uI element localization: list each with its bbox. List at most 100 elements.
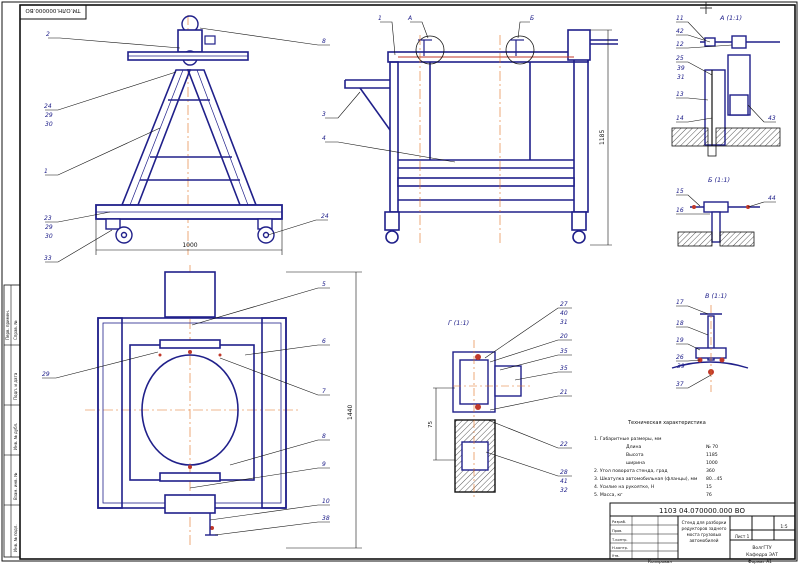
top-view: 1440 5 6 7 29 8 9 10 38 [42,265,362,549]
strip-label: Взам. инв. № [13,473,18,500]
leader-label: 29 [45,224,53,231]
leader-label: 24 [44,103,52,110]
leader-label: 35 [560,365,568,372]
leader-label: 9 [322,461,326,468]
spec-label: Высота [626,452,644,458]
leader-label: 21 [560,389,568,396]
leader-label: 30 [45,233,53,240]
leader-label: 38 [322,515,330,522]
drawing-title-line: редукторов заднего [682,526,727,531]
role-label: Пров. [612,529,622,533]
strip-label: Справ. № [13,321,18,340]
leader-label: 15 [676,188,684,195]
org-line: Кафедра ЭАТ [746,552,778,558]
leader-label: 23 [44,215,52,222]
spec-label: 5. Масса, кг [594,492,623,498]
leader-label: 8 [322,433,326,440]
spec-value: 80…45 [706,476,722,482]
copied-label: Копировал [648,559,672,564]
side-view: 1185 1 А Б 3 4 [322,15,618,246]
leader-label: 27 [560,301,568,308]
spec-label: 3. Шкатулка автомобильная (фланцы), мм [594,476,698,482]
leader-label: Б [530,15,534,22]
leader-label: 40 [560,310,568,317]
leader-label: А [407,15,412,22]
leader-label: 42 [676,28,684,35]
leader-label: 8 [322,38,326,45]
leader-label: 44 [768,195,776,202]
leader-label: 30 [45,121,53,128]
sheet-info: Лист 1 [735,534,750,539]
spec-value: 1000 [706,460,718,466]
front-width-dimension [95,220,283,255]
leader-label: 19 [676,337,684,344]
spec-label: 1. Габаритные размеры, мм [594,436,662,442]
section-a-title: А (1:1) [719,14,742,22]
section-a: А (1:1) 11 42 [671,14,781,157]
cursor-icon [700,2,712,14]
section-g-dim-value: 75 [428,421,434,428]
leader-label: 29 [45,112,53,119]
section-g-title: Г (1:1) [448,319,469,327]
leader-label: 1 [378,15,382,22]
leader-label: 39 [677,65,685,72]
leader-label: 20 [560,333,568,340]
leader-label: 7 [322,388,326,395]
caster-left [105,218,133,244]
section-v-title: В (1:1) [705,292,727,300]
side-strip-labels: Перв. примен. Справ. № Подп. и дата Инв.… [5,310,18,552]
spec-label: 4. Усилие на рукоятке, Н [594,484,654,490]
section-v: В (1:1) 17 18 19 26 39 37 [671,292,749,392]
leader-label: 31 [560,319,568,326]
format-label: Формат А1 [748,559,772,564]
leader-label: 11 [676,15,684,22]
drawing-code: 1103 04.070000.000 ВО [659,507,746,515]
section-b-title: Б (1:1) [708,176,730,184]
spec-label: 2. Угол поворота стенда, град [594,468,668,474]
drawing-title-line: Стенд для разборки [682,520,727,525]
role-label: Н.контр. [612,546,628,550]
specs-heading: Техническая характеристика [627,420,706,426]
leader-label: 41 [560,478,568,485]
drawing-scale: 1:5 [780,524,787,530]
drawing-title-line: автомобилей [689,538,718,543]
leader-label: 43 [768,115,776,122]
leader-label: 25 [676,55,684,62]
top-stamp: ТМ.ОЛН.000000.ВО [19,4,87,20]
rotation-head [177,29,203,53]
leader-label: 16 [676,207,684,214]
leader-label: 1 [44,168,48,175]
section-b: Б (1:1) 15 16 44 [676,176,776,247]
role-label: Т.контр. [611,538,628,542]
role-label: Утв. [612,554,620,558]
role-label: Разраб. [612,520,626,524]
strip-label: Подп. и дата [13,372,18,400]
leader-label: 12 [676,41,684,48]
detail-callout-a [415,35,445,65]
leader-label: 18 [676,320,684,327]
spec-value: 15 [706,484,712,490]
leader-label: 37 [676,381,684,388]
spec-value: 360 [706,468,715,474]
caster-right [257,218,275,244]
leader-label: 35 [560,348,568,355]
drawing-title-line: моста грузовых [687,532,722,537]
leader-label: 31 [677,74,685,81]
title-block: 1103 04.070000.000 ВО Стенд для разборки… [609,502,796,560]
leader-label: 39 [677,363,685,370]
front-view: 1000 2 8 24 29 30 1 23 29 30 33 24 [44,15,330,263]
side-height-value: 1185 [599,130,606,145]
leader-label: 32 [560,487,568,494]
leader-label: 4 [322,135,326,142]
leader-label: 13 [676,91,684,98]
leader-label: 28 [560,469,568,476]
leader-label: 3 [322,111,326,118]
spec-value: 1185 [706,452,718,458]
spec-label: Длина [626,444,642,450]
leader-label: 29 [42,371,50,378]
top-stamp-code: ТМ.ОЛН.000000.ВО [25,7,82,13]
leader-label: 6 [322,338,326,345]
leader-label: 24 [321,213,329,220]
